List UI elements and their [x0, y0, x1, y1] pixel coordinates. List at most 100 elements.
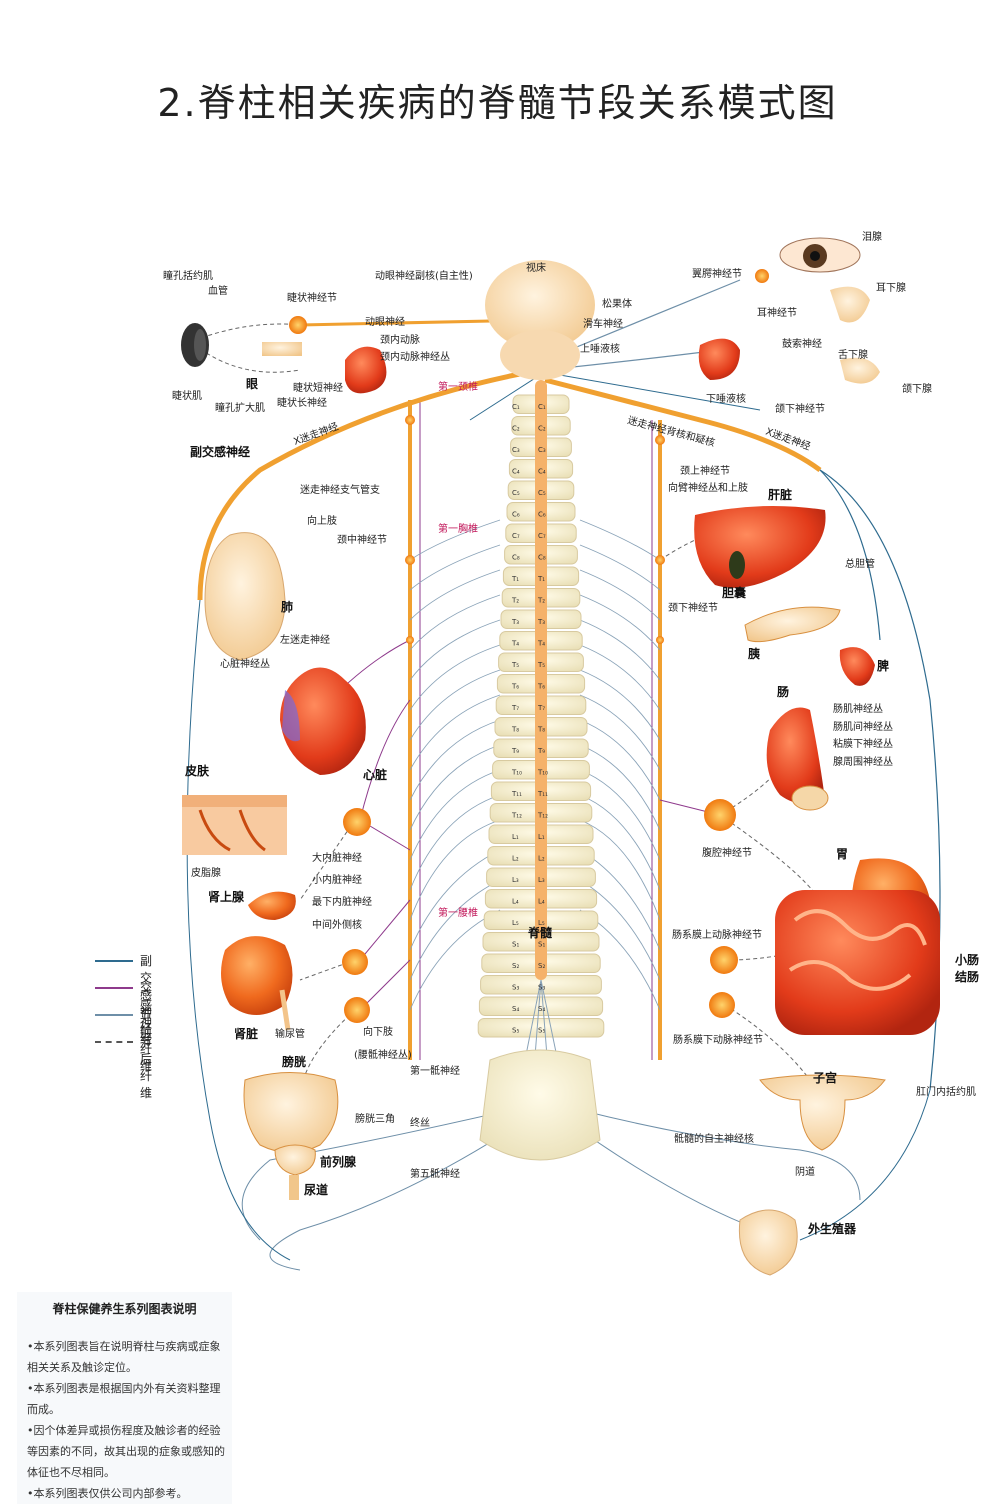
label-left-vagus: 左迷走神经	[280, 633, 330, 646]
vertebra-label: T₁₀	[511, 768, 522, 776]
label-cardiac-plexus: 心脏神经丛	[220, 657, 270, 670]
vertebra	[478, 996, 604, 1016]
celiac-ganglion-left	[343, 808, 371, 836]
carotid-plexus-icon	[345, 346, 387, 394]
legend-swatch	[95, 1041, 133, 1043]
spleen-icon	[839, 647, 875, 686]
vertebra-label: L₁	[512, 833, 519, 841]
label-submandibular-gland: 颌下腺	[902, 382, 932, 395]
label-gallbladder: 胆囊	[722, 585, 747, 600]
page-title: 2.脊柱相关疾病的脊髓节段关系模式图	[157, 81, 838, 125]
cord-segment-label: C₆	[538, 510, 546, 518]
vertebra-label: T₆	[511, 682, 519, 690]
superior-mesenteric-node	[710, 946, 738, 974]
note-item: •本系列图表是根据国内外有关资料整理而成。	[27, 1382, 221, 1416]
label-brachial: 向臂神经丛和上肢	[668, 481, 748, 494]
cord-segment-label: C₄	[538, 467, 546, 475]
label-eye: 眼	[246, 377, 258, 391]
legend-swatch	[95, 987, 133, 989]
label-sacral-autonomic: 骶髓的自主神经核	[674, 1132, 754, 1145]
brain-stem	[485, 260, 595, 350]
label-sublingual: 舌下腺	[838, 348, 868, 361]
cord-segment-label: C₅	[538, 489, 546, 497]
label-genitals: 外生殖器	[808, 1221, 857, 1236]
vertebra-label: C₅	[512, 489, 520, 497]
organs	[181, 237, 940, 1276]
label-spinal-cord: 脊髓	[527, 925, 553, 940]
vertebra-label: C₈	[512, 553, 520, 561]
cord-segment-label: S₂	[538, 962, 545, 970]
pterygopalatine-node	[755, 269, 769, 283]
vertebra-label: L₄	[512, 897, 519, 905]
celiac-ganglion-right	[704, 799, 736, 831]
label-middle-cervical: 颈中神经节	[337, 533, 387, 546]
notes-title: 脊柱保健养生系列图表说明	[52, 1302, 197, 1316]
label-short-ciliary: 睫状短神经	[293, 381, 343, 394]
label-lung: 肺	[281, 599, 293, 614]
note-item: •因个体差异或损伤程度及触诊者的经验等因素的不同，故其出现的症象或感知的体征也不…	[27, 1424, 225, 1479]
cord-segment-label: T₇	[537, 704, 545, 712]
legend-label: 节前纤维	[140, 1008, 153, 1073]
label-parasympathetic: 副交感神经	[190, 444, 250, 459]
label-ciliary-muscle: 睫状肌	[172, 389, 202, 402]
cord-segment-label: T₆	[537, 682, 545, 690]
cord-segment-label: C₈	[538, 553, 546, 561]
label-intermuscular: 肠肌间神经丛	[833, 720, 893, 733]
label-sebaceous: 皮脂腺	[191, 866, 221, 879]
label-lumbosacral: (腰骶神经丛)	[354, 1048, 412, 1061]
label-colon: 结肠	[955, 969, 979, 984]
label-lacrimal: 泪腺	[862, 230, 882, 243]
label-first-lumbar: 第一腰椎	[438, 906, 478, 919]
vertebra-label: T₁₁	[511, 790, 522, 798]
vertebra-label: C₇	[512, 532, 520, 540]
label-vagus-bronchial: 迷走神经支气管支	[300, 483, 380, 496]
label-bladder: 膀胱	[281, 1054, 306, 1069]
kidney-icon	[221, 936, 293, 1015]
label-heart: 心脏	[363, 767, 387, 782]
label-filum: 终丝	[410, 1116, 430, 1129]
cord-segment-label: L₅	[538, 919, 545, 927]
label-periglandular: 腺周围神经丛	[833, 755, 893, 768]
gallbladder-icon	[729, 551, 745, 579]
label-internal-carotid: 颈内动脉	[380, 333, 420, 346]
label-least-splanchnic: 最下内脏神经	[312, 895, 372, 908]
salivary-gland-icon	[840, 357, 880, 384]
legend-label: 节后纤维	[140, 1035, 153, 1100]
label-superior-salivary: 上唾液核	[580, 342, 620, 355]
vertebra	[477, 1018, 605, 1038]
cord-segment-label: T₅	[537, 661, 545, 669]
nerve-network	[186, 279, 941, 1271]
notes-panel: 脊柱保健养生系列图表说明 •本系列图表旨在说明脊柱与疾病或症象相关关系及触诊定位…	[17, 1292, 232, 1504]
label-small-intestine: 小肠	[955, 952, 979, 967]
vertebra-label: C₃	[512, 446, 520, 454]
cord-segment-label: L₄	[538, 897, 545, 905]
label-to-lower-limb: 向下肢	[363, 1025, 393, 1038]
label-oculomotor-accessory: 动眼神经副核(自主性)	[375, 269, 473, 282]
legend-label: 副交感神经	[140, 954, 153, 1036]
label-celiac: 腹腔神经节	[702, 846, 752, 859]
vertebra-label: C₆	[512, 510, 520, 518]
ciliary-ganglion-node	[289, 316, 307, 334]
cord-segment-label: S₅	[538, 1026, 545, 1034]
label-upward-limb: 向上肢	[307, 514, 337, 527]
label-prostate: 前列腺	[320, 1154, 357, 1169]
sacrum	[479, 1049, 601, 1161]
cord-segment-label: T₁₀	[537, 768, 548, 776]
cord-segment-label: T₈	[537, 725, 545, 733]
label-submucosal: 粘膜下神经丛	[833, 737, 893, 750]
vertebra-label: S₅	[512, 1026, 519, 1034]
label-trochlear: 滑车神经	[583, 317, 623, 330]
label-intestine: 肠	[777, 684, 789, 699]
label-lesser-splanchnic: 小内脏神经	[312, 873, 362, 886]
cord-segment-label: T₂	[537, 596, 545, 604]
label-oculomotor: 动眼神经	[365, 315, 405, 328]
label-inferior-mesenteric: 肠系膜下动脉神经节	[673, 1033, 763, 1046]
vertebra-label: T₉	[511, 747, 519, 755]
label-vagus-left: X迷走神经	[292, 420, 340, 448]
label-pancreas: 胰	[748, 646, 760, 661]
inferior-mesenteric-node	[709, 992, 735, 1018]
cord-segment-label: L₃	[538, 876, 545, 884]
label-inferior-salivary: 下唾液核	[706, 392, 746, 405]
label-liver: 肝脏	[768, 487, 792, 502]
